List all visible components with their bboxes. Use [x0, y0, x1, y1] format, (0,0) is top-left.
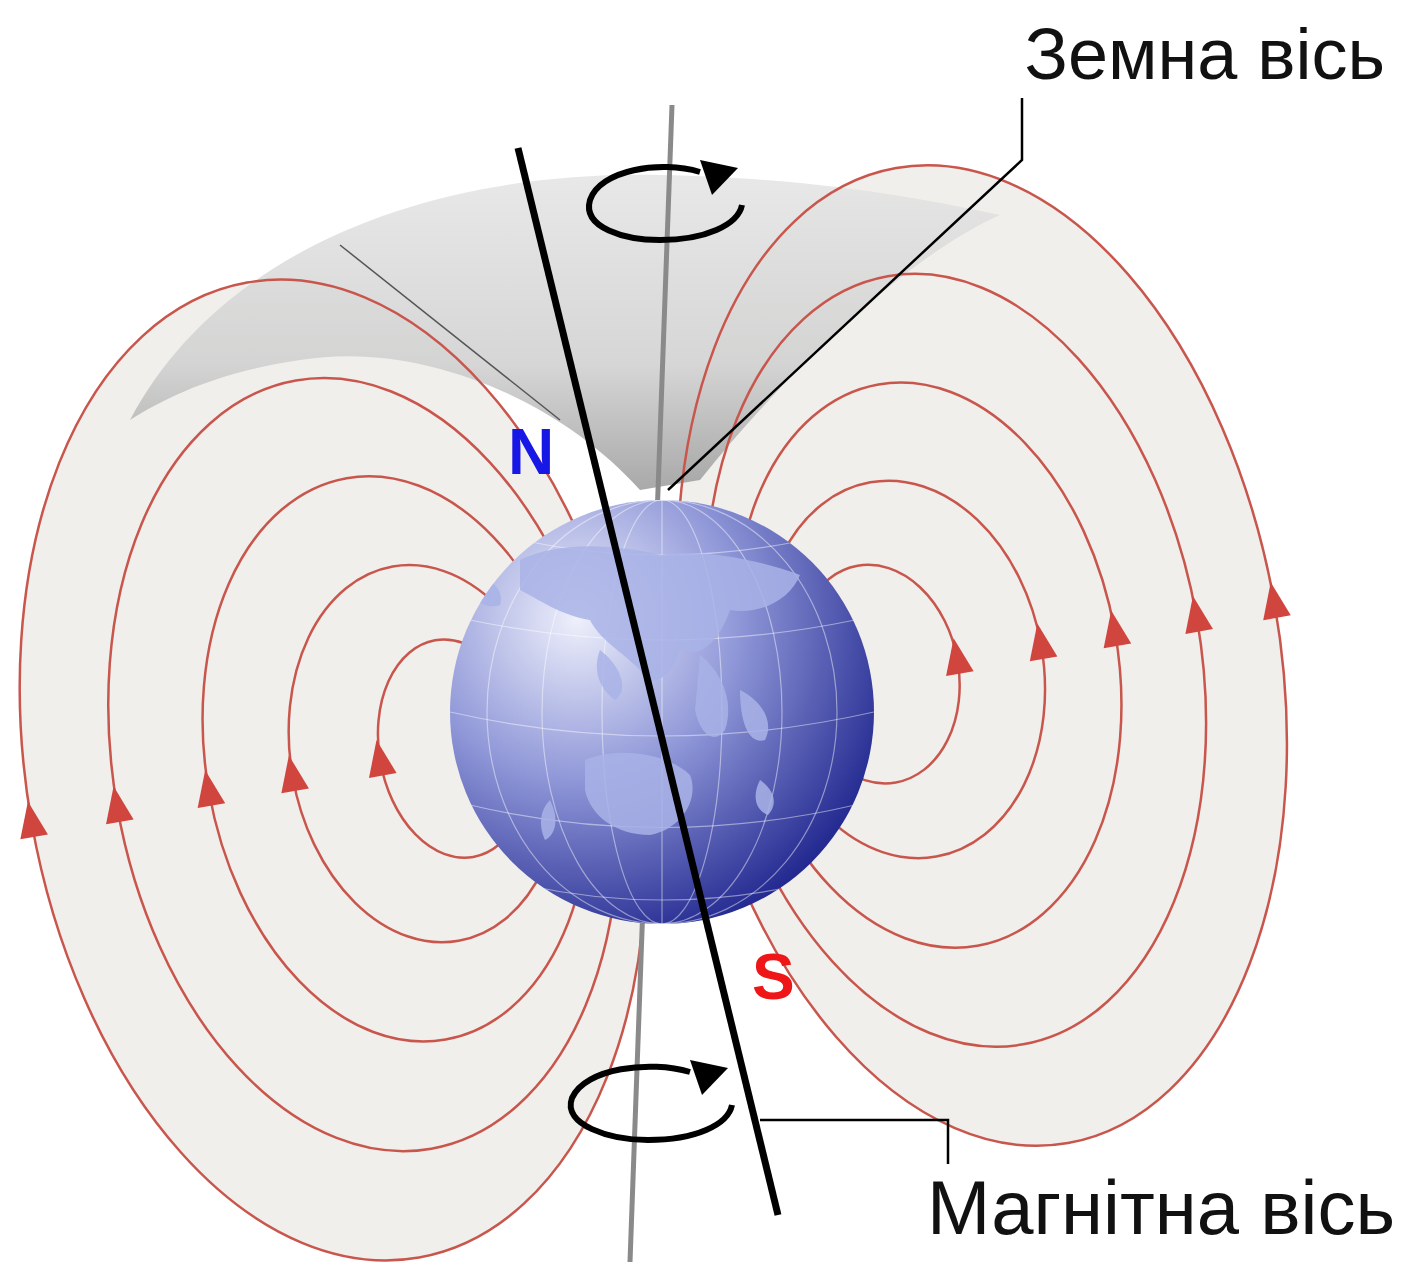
field-arrow: [363, 738, 397, 778]
field-arrow: [14, 799, 48, 839]
field-arrow: [100, 784, 134, 824]
rotation-arrow-top: [589, 160, 742, 240]
field-arrow: [940, 636, 974, 676]
field-arrow: [1024, 621, 1058, 661]
earth-grid: [450, 500, 874, 924]
earth-continents: [470, 546, 800, 840]
field-arrow: [1257, 580, 1291, 620]
shell-seam: [340, 245, 560, 420]
field-arrow: [275, 753, 309, 793]
leader-line: [760, 1120, 948, 1164]
earth-globe: [450, 500, 874, 924]
rotation-head: [690, 1060, 728, 1095]
axis-label: Земна вісь: [1024, 18, 1385, 90]
axis-label: Магнітна вісь: [927, 1170, 1395, 1246]
field-arrow: [1179, 594, 1213, 634]
earth-sphere: [450, 500, 874, 924]
field-shell: [0, 117, 1361, 1269]
field-arrow: [191, 768, 225, 808]
magnetic-axis: [518, 148, 778, 1215]
rotation-arrow-bottom: [571, 1060, 732, 1140]
field-arrow: [1097, 608, 1131, 648]
field-lines: [0, 117, 1361, 1269]
pole-label: S: [752, 945, 795, 1009]
pole-label: N: [508, 420, 554, 484]
leader-line: [668, 98, 1022, 490]
rotation-head: [700, 160, 738, 195]
